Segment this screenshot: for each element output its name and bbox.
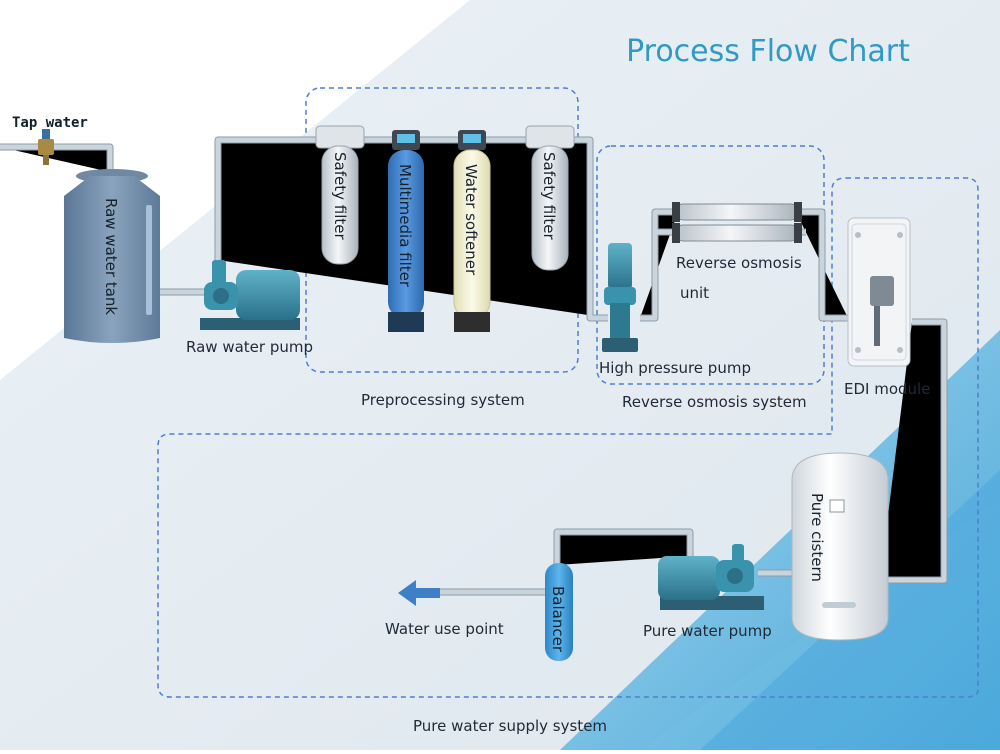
left-arrow-icon xyxy=(398,580,440,606)
edi-module xyxy=(847,217,911,367)
water-use-point-label: Water use point xyxy=(385,620,504,638)
high-pressure-pump xyxy=(602,243,638,352)
tap-water-label: Tap water xyxy=(12,115,88,131)
safety-filter-2 xyxy=(525,125,575,271)
raw-water-pump xyxy=(200,260,300,330)
pure-water-supply-system-label: Pure water supply system xyxy=(413,717,607,735)
pure-cistern-label: Pure cistern xyxy=(808,493,826,582)
safety-filter-1 xyxy=(315,125,365,265)
water-softener-label: Water softener xyxy=(462,164,480,276)
balancer xyxy=(545,563,573,661)
raw-water-tank xyxy=(64,169,160,343)
reverse-osmosis-system-label: Reverse osmosis system xyxy=(622,393,807,411)
high-pressure-pump-label: High pressure pump xyxy=(599,359,751,377)
multimedia-filter xyxy=(388,130,424,332)
reverse-osmosis-unit-label-line2: unit xyxy=(680,284,709,302)
safety-filter-2-label: Safety filter xyxy=(540,152,558,240)
preprocessing-system-label: Preprocessing system xyxy=(361,391,525,409)
edi-and-supply-box xyxy=(157,177,979,698)
valve-icon xyxy=(38,129,54,165)
multimedia-filter-label: Multimedia filter xyxy=(396,164,414,288)
chart-title: Process Flow Chart xyxy=(626,34,910,69)
raw-water-pump-label: Raw water pump xyxy=(186,338,313,356)
water-softener xyxy=(453,130,491,332)
edi-module-label: EDI module xyxy=(844,380,930,398)
raw-water-tank-label: Raw water tank xyxy=(102,198,120,315)
pure-water-pump xyxy=(658,544,764,610)
reverse-osmosis-unit xyxy=(672,202,802,243)
pure-water-pump-label: Pure water pump xyxy=(643,622,772,640)
balancer-label: Balancer xyxy=(549,586,567,653)
pure-cistern xyxy=(791,452,889,641)
safety-filter-1-label: Safety filter xyxy=(331,152,349,240)
reverse-osmosis-unit-label-line1: Reverse osmosis xyxy=(676,254,802,272)
